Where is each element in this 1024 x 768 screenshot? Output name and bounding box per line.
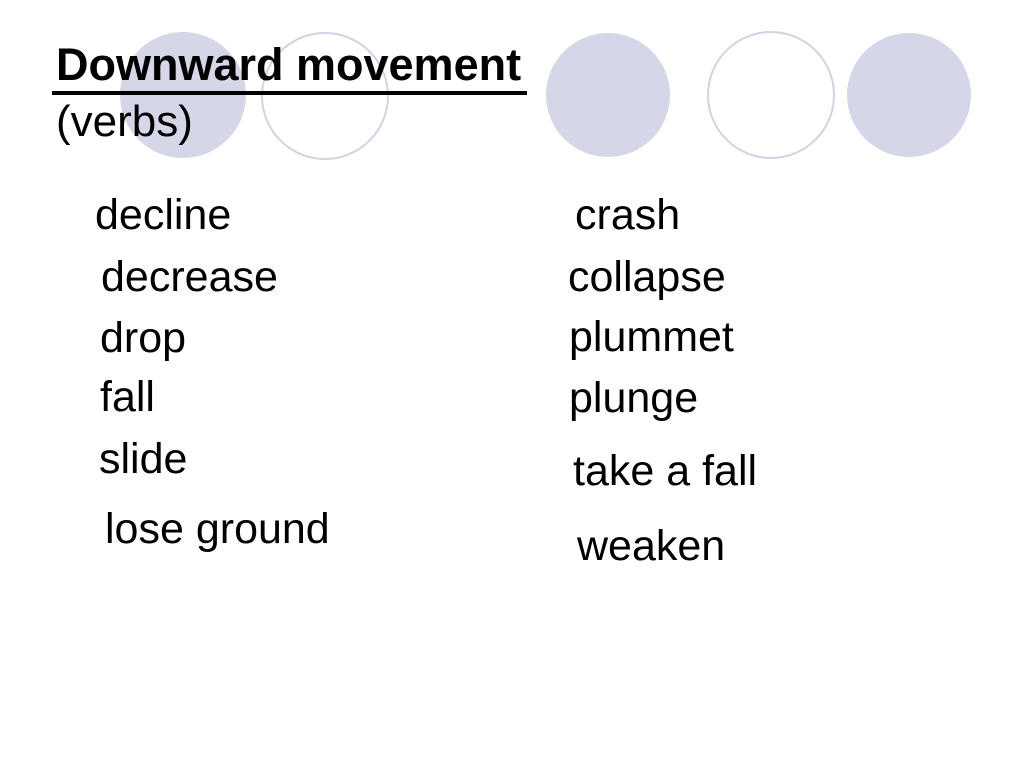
word-weaken: weaken [577, 522, 726, 570]
decorative-circle-filled-2 [546, 33, 670, 157]
word-drop: drop [100, 314, 187, 362]
decorative-circle-filled-3 [847, 33, 971, 157]
word-collapse: collapse [568, 253, 726, 301]
word-plunge: plunge [569, 374, 699, 422]
decorative-circle-outlined-2 [707, 31, 835, 159]
slide-subtitle: (verbs) [56, 96, 193, 146]
decorative-circle-filled-1 [120, 32, 246, 158]
word-decline: decline [95, 191, 232, 239]
word-slide: slide [99, 435, 188, 483]
word-plummet: plummet [569, 313, 734, 361]
word-lose-ground: lose ground [105, 505, 330, 553]
word-crash: crash [575, 191, 681, 239]
word-decrease: decrease [101, 253, 278, 301]
word-take-a-fall: take a fall [573, 447, 758, 495]
slide-title: Downward movement [52, 40, 528, 95]
word-fall: fall [100, 373, 155, 421]
decorative-circle-outlined-1 [261, 32, 389, 160]
title-block: Downward movement (verbs) [52, 40, 528, 147]
